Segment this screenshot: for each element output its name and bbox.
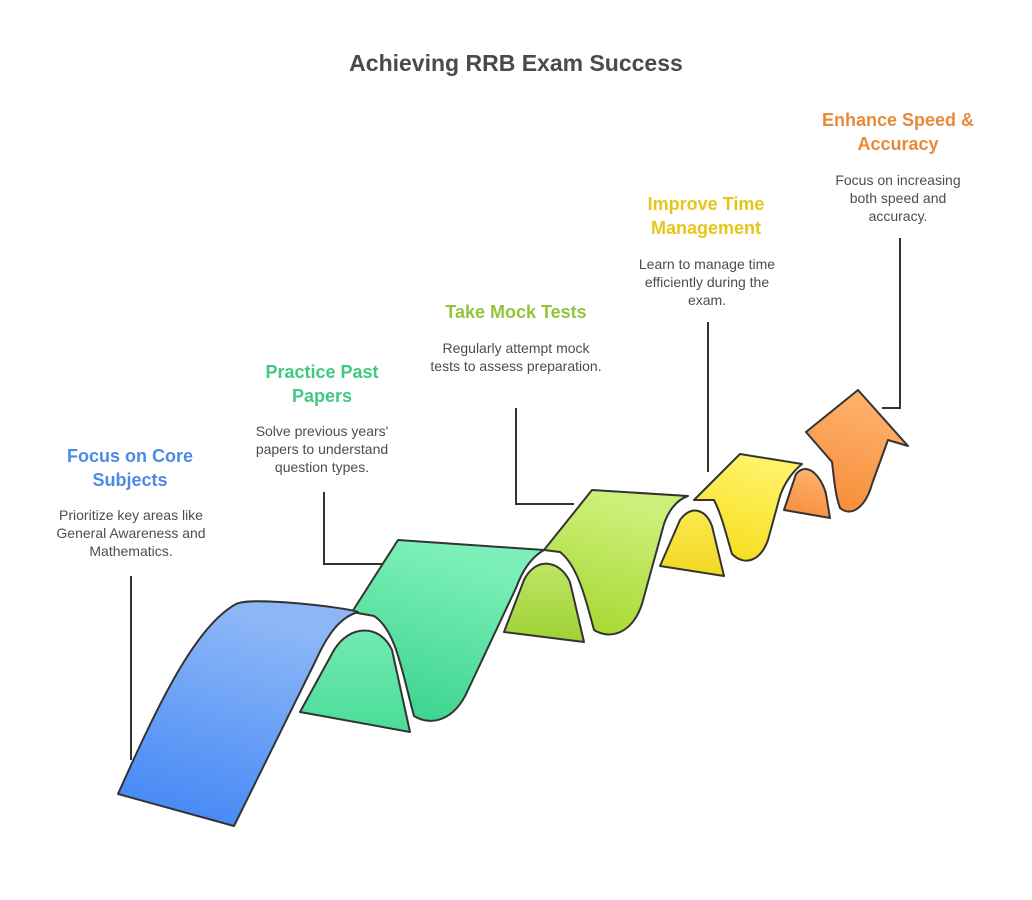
step-2-title: Practice Past Papers <box>265 362 379 406</box>
ramp-step-lime <box>543 489 689 636</box>
ramp-step-green <box>351 539 545 722</box>
connector-step-5 <box>882 238 901 409</box>
ramp-step-orange-lower <box>783 467 831 519</box>
ramp-step-green-lower <box>299 629 411 733</box>
connector-step-3 <box>515 408 574 505</box>
ramp-step-yellow-lower <box>659 509 725 577</box>
step-2-description: Solve previous years' papers to understa… <box>255 423 389 475</box>
step-4-description: Learn to manage time efficiently during … <box>638 256 776 308</box>
step-5-title: Enhance Speed & Accuracy <box>821 110 975 154</box>
step-3-title: Take Mock Tests <box>445 302 587 322</box>
step-1-description: Prioritize key areas like General Awaren… <box>56 507 206 559</box>
ramp-arrow-orange <box>805 389 909 513</box>
connector-step-2 <box>323 492 384 565</box>
connector-lines <box>130 238 901 760</box>
step-4-title: Improve Time Management <box>647 194 765 238</box>
ramp-shapes <box>117 389 909 827</box>
ramp-step-yellow <box>693 453 803 562</box>
ramp-step-blue <box>117 600 359 827</box>
step-5-description: Focus on increasing both speed and accur… <box>835 172 961 224</box>
step-1-title: Focus on Core Subjects <box>66 446 193 490</box>
diagram-title: Achieving RRB Exam Success <box>349 50 683 76</box>
step-3-description: Regularly attempt mock tests to assess p… <box>430 340 602 374</box>
ramp-step-lime-lower <box>503 562 585 643</box>
